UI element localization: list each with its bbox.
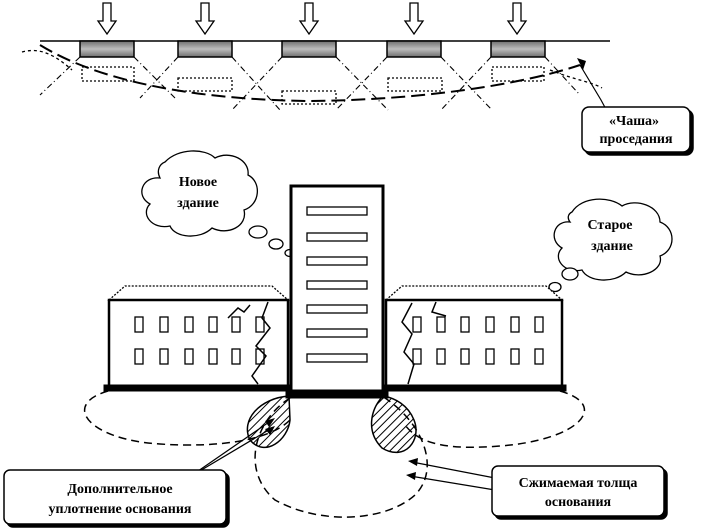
top-settlement-scheme: «Чаша» проседания — [21, 2, 691, 153]
subsidence-bowl-callout: «Чаша» проседания — [581, 106, 691, 153]
leader-arrowheads — [265, 418, 418, 480]
footings — [79, 40, 546, 58]
old-building-cloud: Старое здание — [539, 198, 673, 300]
crack — [251, 301, 271, 385]
load-arrow-icon — [506, 2, 528, 36]
load-arrows — [96, 2, 528, 36]
footing — [386, 40, 442, 58]
compressible-layer-callout: Сжимаемая толща основания — [491, 465, 665, 517]
old-building-label-2: здание — [591, 239, 633, 254]
footing — [177, 40, 233, 58]
new-building-label-1: Новое — [179, 175, 217, 190]
new-tall-building — [285, 184, 389, 399]
subsidence-bowl-label-1: «Чаша» — [609, 114, 659, 129]
crack — [401, 302, 415, 385]
new-building-cloud: Новое здание — [141, 150, 296, 258]
extra-compaction-callout: Дополнительное уплотнение основания — [3, 469, 227, 525]
stress-spread-lines — [39, 56, 581, 111]
load-arrow-icon — [194, 2, 216, 36]
crack — [227, 304, 251, 319]
extra-compaction-label-1: Дополнительное — [67, 482, 172, 497]
footing — [79, 40, 135, 58]
subsidence-bowl-label-2: проседания — [599, 132, 672, 147]
bowl-callout-leader — [579, 64, 609, 114]
left-old-building — [103, 285, 295, 392]
leaders — [187, 419, 496, 491]
settled-footings — [81, 66, 545, 105]
subsidence-bowl-curve — [39, 44, 581, 103]
old-building-label-1: Старое — [588, 218, 633, 233]
load-arrow-icon — [298, 2, 320, 36]
extra-compaction-zones — [246, 395, 417, 454]
bowl-right-edge — [549, 69, 603, 89]
hatched-zone-right — [370, 395, 417, 454]
footing — [281, 40, 337, 58]
load-arrow-icon — [96, 2, 118, 36]
crack — [430, 301, 447, 317]
compressible-label-2: основания — [545, 495, 612, 510]
compressible-label-1: Сжимаемая толща — [519, 476, 638, 491]
bowl-left-edge — [21, 49, 73, 71]
new-building-label-2: здание — [177, 196, 219, 211]
right-old-building — [381, 285, 567, 392]
extra-compaction-label-2: уплотнение основания — [49, 502, 192, 517]
footing — [490, 40, 546, 58]
load-arrow-icon — [403, 2, 425, 36]
